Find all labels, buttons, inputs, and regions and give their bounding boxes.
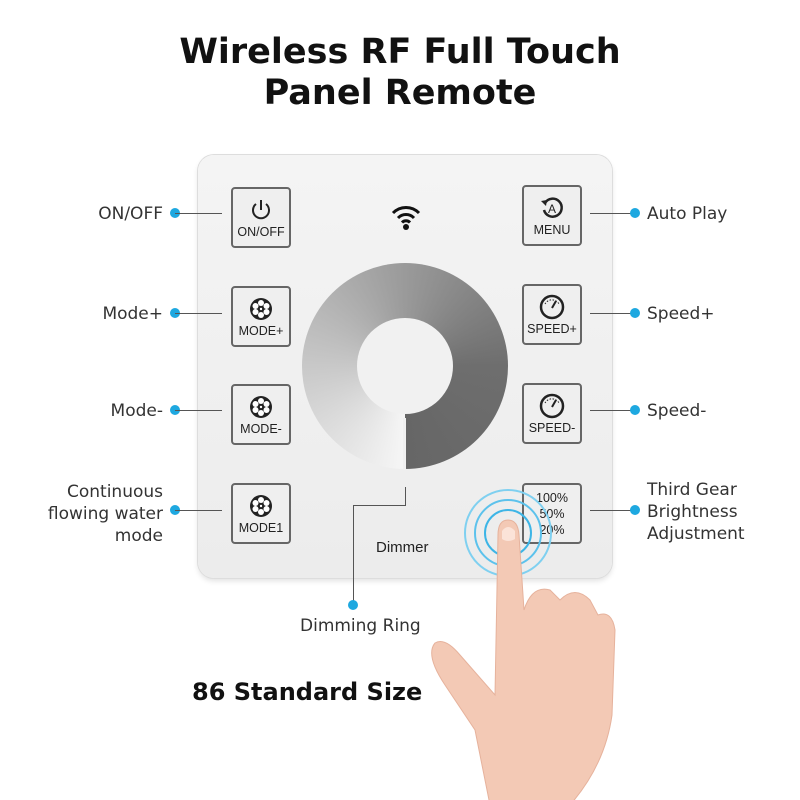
mode1-button[interactable]: MODE1 (231, 483, 291, 544)
hand-icon (431, 519, 616, 800)
button-label: MODE1 (238, 520, 284, 535)
callout-dot (630, 208, 640, 218)
menu-button[interactable]: A MENU (522, 185, 582, 246)
ring-gap (403, 418, 406, 470)
callout-dot (630, 505, 640, 515)
film-reel-icon (250, 297, 272, 320)
brightness-button[interactable]: 100% 50% 20% (522, 483, 582, 544)
callout-line: Adjustment (647, 524, 745, 544)
dimming-ring-center (357, 318, 453, 414)
callout-line: mode (114, 526, 163, 546)
button-label: MODE- (240, 421, 282, 436)
gauge-icon (539, 393, 565, 418)
power-icon (252, 199, 270, 219)
title-line-1: Wireless RF Full Touch (179, 32, 621, 72)
on-off-button[interactable]: ON/OFF (231, 187, 291, 248)
callout-mode-minus: Mode- (110, 401, 163, 421)
callout-line (590, 313, 635, 314)
callout-line: Third Gear (647, 480, 737, 500)
callout-dot (630, 308, 640, 318)
callout-speed-plus: Speed+ (647, 304, 715, 324)
auto-play-icon: A (541, 196, 563, 218)
button-label: SPEED+ (527, 321, 577, 336)
callout-dot (630, 405, 640, 415)
callout-line (590, 213, 635, 214)
callout-auto-play: Auto Play (647, 204, 728, 224)
callout-mode-plus: Mode+ (102, 304, 163, 324)
speed-minus-button[interactable]: SPEED- (522, 383, 582, 444)
callout-line: flowing water (47, 504, 163, 524)
callout-line (175, 213, 222, 214)
wifi-icon (391, 206, 421, 230)
brightness-50: 50% (539, 506, 565, 521)
callout-speed-minus: Speed- (647, 401, 707, 421)
callout-line (590, 410, 635, 411)
callout-line (175, 313, 222, 314)
callout-line: Brightness (647, 502, 738, 522)
callout-line: Continuous (66, 482, 163, 502)
callout-dimming-ring: Dimming Ring (300, 616, 421, 636)
title-line-2: Panel Remote (263, 73, 537, 113)
brightness-100: 100% (536, 490, 568, 505)
button-label: MENU (533, 222, 571, 237)
callout-line (590, 510, 635, 511)
callout-line (175, 410, 222, 411)
film-reel-icon (250, 395, 272, 418)
callout-on-off: ON/OFF (98, 204, 163, 224)
dimmer-label: Dimmer (376, 539, 429, 556)
gauge-icon (539, 294, 565, 319)
callout-line (405, 487, 406, 506)
callout-line (353, 505, 354, 605)
callout-line (175, 510, 222, 511)
button-label: SPEED- (528, 420, 576, 435)
mode-plus-button[interactable]: MODE+ (231, 286, 291, 347)
standard-size-label: 86 Standard Size (192, 678, 423, 706)
button-label: MODE+ (238, 323, 284, 338)
mode-minus-button[interactable]: MODE- (231, 384, 291, 445)
film-reel-icon (250, 494, 272, 517)
callout-dot (348, 600, 358, 610)
speed-plus-button[interactable]: SPEED+ (522, 284, 582, 345)
brightness-20: 20% (539, 522, 565, 537)
button-label: ON/OFF (237, 224, 285, 239)
callout-line (353, 505, 406, 506)
svg-text:A: A (548, 202, 556, 216)
